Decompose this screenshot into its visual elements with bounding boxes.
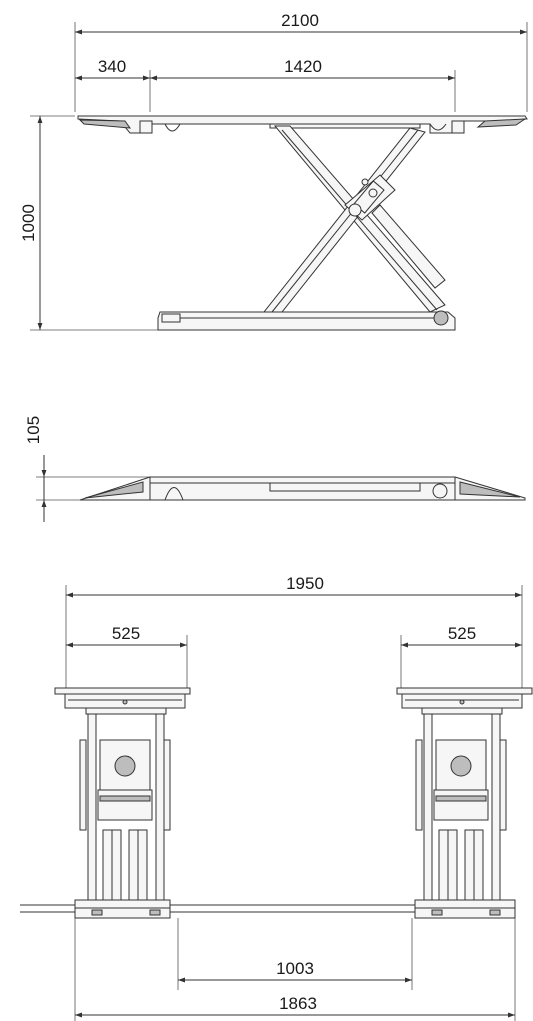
label-340: 340 (98, 57, 126, 76)
right-lift-unit (396, 687, 533, 919)
dimension-overall-length: 2100 (74, 11, 528, 112)
dimension-outer-base: 1863 (74, 918, 516, 1021)
label-1863: 1863 (279, 994, 317, 1013)
dimension-right-width: 525 (400, 624, 522, 690)
dimension-left-width: 525 (66, 624, 188, 690)
dimension-min-height: 105 (24, 416, 160, 522)
dimension-inner-gap: 1003 (177, 918, 413, 990)
raised-platform (77, 115, 528, 134)
front-view: 1950 525 525 (20, 574, 533, 1021)
label-525-left: 525 (112, 624, 140, 643)
raised-lift-view: 2100 340 1420 1000 (19, 11, 528, 331)
raised-base-frame (157, 310, 456, 331)
dimension-ramp-length: 340 (75, 57, 151, 112)
label-1003: 1003 (276, 959, 314, 978)
dimension-lift-height: 1000 (19, 115, 160, 331)
left-lift-unit (54, 687, 191, 919)
label-1000: 1000 (19, 204, 38, 242)
label-525-right: 525 (448, 624, 476, 643)
lowered-platform (79, 476, 526, 501)
lowered-lift-view: 105 (24, 416, 526, 522)
label-1420: 1420 (284, 57, 322, 76)
scissor-arms (262, 125, 446, 313)
dimension-overall-width: 1950 (65, 574, 523, 690)
label-2100: 2100 (281, 11, 319, 30)
label-105: 105 (24, 416, 43, 444)
label-1950: 1950 (286, 574, 324, 593)
dimension-platform-length: 1420 (150, 57, 456, 112)
